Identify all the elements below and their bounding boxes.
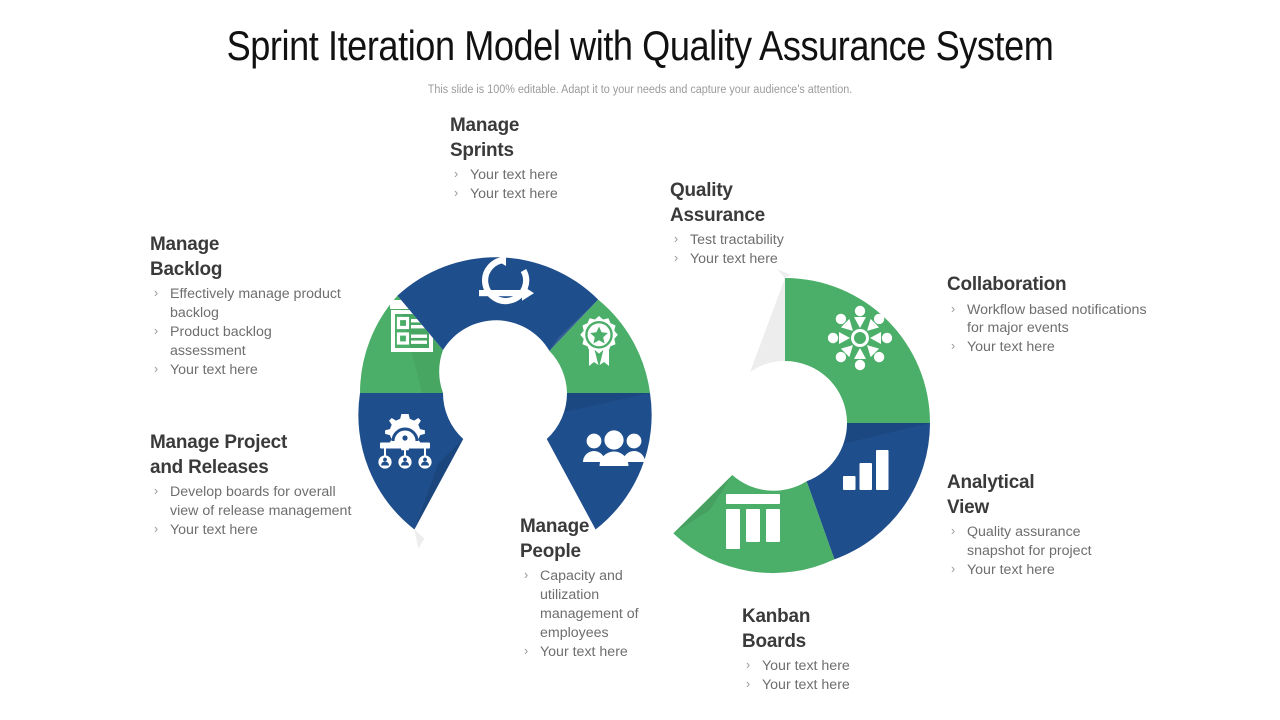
chevron-right-icon: › <box>746 677 751 691</box>
list-item: ›Your text here <box>154 361 258 378</box>
callout-list-manage-project-releases: ›Develop boards for overall view of rele… <box>150 483 360 540</box>
list-item: ›Your text here <box>951 339 1055 356</box>
chevron-right-icon: › <box>154 521 159 536</box>
sprint-iteration-donut-diagram <box>330 218 960 598</box>
kanban-columns-icon <box>726 494 780 549</box>
chevron-right-icon: › <box>951 301 956 316</box>
list-item: ›Your text here <box>674 251 778 267</box>
chevron-right-icon: › <box>524 643 529 658</box>
callout-list-manage-people: ›Capacity and utilization management of … <box>520 567 680 661</box>
list-item: ›Your text here <box>524 643 628 660</box>
list-item: ›Your text here <box>951 561 1055 578</box>
segment-analytical-view[interactable] <box>806 423 931 560</box>
people-group-icon <box>583 430 645 466</box>
list-item: ›Your text here <box>454 167 558 184</box>
list-item: ›Quality assurance snapshot for project <box>951 524 1092 559</box>
award-ribbon-icon <box>580 316 618 366</box>
chevron-right-icon: › <box>524 568 529 583</box>
chevron-right-icon: › <box>154 484 159 499</box>
callout-title-collaboration: Collaboration <box>947 273 1067 295</box>
chevron-right-icon: › <box>746 658 751 673</box>
chevron-right-icon: › <box>951 339 956 354</box>
segment-manage-people[interactable] <box>546 393 652 530</box>
chevron-right-icon: › <box>674 251 679 265</box>
list-item: ›Your text here <box>154 521 258 538</box>
list-item: ›Effectively manage product backlog <box>154 286 341 321</box>
list-item: ›Develop boards for overall view of rele… <box>154 484 352 519</box>
list-item: ›Workflow based notifications for major … <box>951 301 1147 337</box>
network-collaboration-icon <box>827 305 893 371</box>
callout-list-analytical-view: ›Quality assurance snapshot for project … <box>947 523 1132 580</box>
segment-quality-assurance[interactable] <box>549 299 650 393</box>
chevron-right-icon: › <box>454 186 459 200</box>
sprint-cycle-icon <box>479 254 534 305</box>
page-subtitle: This slide is 100% editable. Adapt it to… <box>427 84 853 96</box>
chevron-right-icon: › <box>154 286 159 301</box>
list-item: ›Capacity and utilization management of … <box>524 568 639 641</box>
bar-chart-icon <box>843 450 889 490</box>
list-item: ›Your text here <box>746 658 850 675</box>
callout-list-manage-sprints: ›Your text here ›Your text here <box>450 166 640 204</box>
chevron-right-icon: › <box>454 167 459 182</box>
list-item: ›Your text here <box>746 677 850 693</box>
chevron-right-icon: › <box>154 361 159 376</box>
chevron-right-icon: › <box>951 561 956 576</box>
callout-list-kanban-boards: ›Your text here ›Your text here <box>742 657 922 695</box>
callout-list-manage-backlog: ›Effectively manage product backlog ›Pro… <box>150 285 350 379</box>
segment-collaboration[interactable] <box>750 269 930 423</box>
gear-people-icon <box>378 414 432 469</box>
chevron-right-icon: › <box>951 524 956 539</box>
chevron-right-icon: › <box>154 323 159 338</box>
list-item: ›Test tractability <box>674 232 784 249</box>
callout-list-collaboration: ›Workflow based notifications for major … <box>947 301 1147 358</box>
segment-kanban-boards[interactable] <box>673 475 835 574</box>
segment-manage-project-releases[interactable] <box>358 393 464 549</box>
list-item: ›Your text here <box>454 186 558 202</box>
chevron-right-icon: › <box>674 232 679 247</box>
page-title: Sprint Iteration Model with Quality Assu… <box>226 22 1054 69</box>
callout-list-quality-assurance: ›Test tractability ›Your text here <box>670 231 870 269</box>
callout-collaboration: Collaboration ›Workflow based notificati… <box>947 272 1147 357</box>
list-item: ›Product backlog assessment <box>154 323 272 359</box>
